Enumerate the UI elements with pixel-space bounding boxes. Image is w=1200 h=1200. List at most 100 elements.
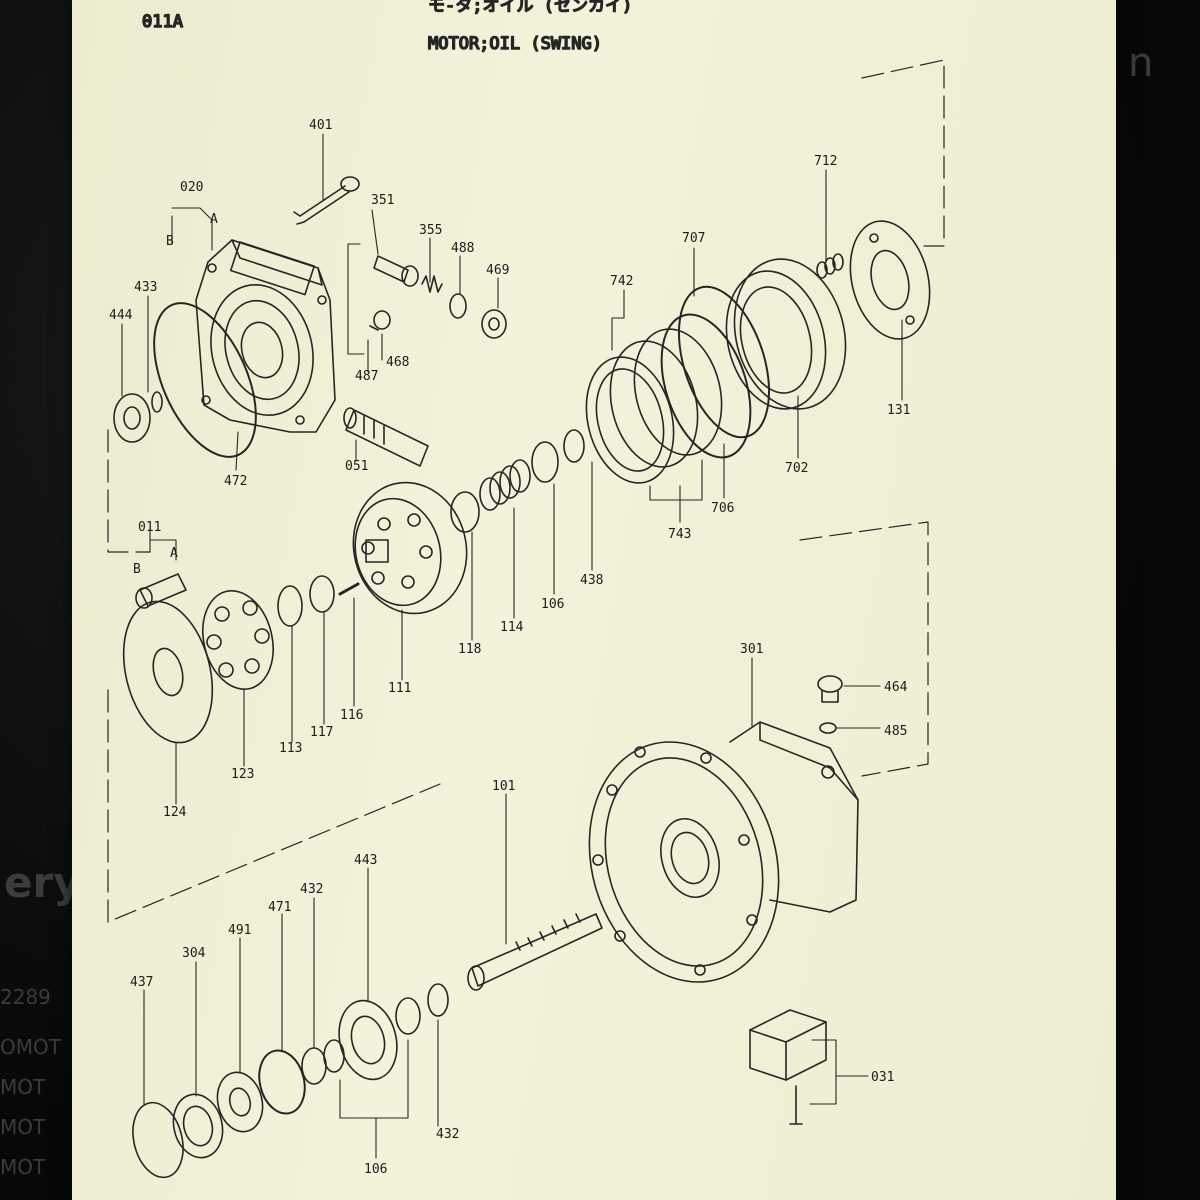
snap-ring-437 (132, 1101, 184, 1179)
piston-011 (135, 573, 187, 609)
bearing-443 (338, 999, 398, 1081)
valve-plate-131 (849, 220, 931, 340)
label-304: 304 (182, 946, 206, 961)
label-118: 118 (458, 642, 481, 657)
label-113: 113 (279, 741, 302, 756)
swash-plate-124 (122, 600, 214, 744)
spring-712 (816, 253, 844, 279)
bg-text-mot-4: MOT (0, 1155, 46, 1179)
ring-432-b (427, 983, 449, 1017)
label-438: 438 (580, 573, 603, 588)
parts-sheet: 011A モ-タ;オイル (センカイ) MOTOR;OIL (SWING) (72, 0, 1116, 1200)
ring-117 (309, 575, 335, 613)
washer-106 (531, 441, 559, 483)
label-020: 020 (180, 180, 203, 195)
label-106-lower: 106 (364, 1162, 387, 1177)
o-ring-707 (677, 285, 771, 439)
label-468: 468 (386, 355, 409, 370)
part-labels: 401 712 020 A B 351 355 488 707 469 742 … (109, 118, 910, 1177)
bg-text-mot-3: MOT (0, 1115, 46, 1139)
bolt-401 (293, 176, 360, 225)
label-116: 116 (340, 708, 363, 723)
label-702: 702 (785, 461, 808, 476)
cylinder-block-111 (352, 481, 468, 615)
label-488: 488 (451, 241, 474, 256)
plug-468 (369, 310, 391, 331)
label-444: 444 (109, 308, 133, 323)
label-706: 706 (711, 501, 734, 516)
block-031 (749, 1009, 827, 1125)
o-ring-471 (258, 1049, 306, 1115)
label-469: 469 (486, 263, 509, 278)
label-020-a: A (210, 212, 218, 227)
shoe-holder-123 (202, 589, 274, 691)
label-707: 707 (682, 231, 705, 246)
label-111: 111 (388, 681, 411, 696)
bg-text-mot-1: OMOT (0, 1035, 61, 1059)
snap-ring-438 (563, 429, 585, 463)
valve-spool-351 (373, 255, 419, 287)
label-742: 742 (610, 274, 633, 289)
page-code: 011A (142, 12, 183, 32)
label-432-lower: 432 (436, 1127, 459, 1142)
bg-text-mot-2: MOT (0, 1075, 46, 1099)
ring-432-a (301, 1047, 327, 1085)
label-106-upper: 106 (541, 597, 564, 612)
label-131: 131 (887, 403, 910, 418)
brake-piston-702 (725, 258, 847, 410)
label-117: 117 (310, 725, 333, 740)
phantom-lines (107, 59, 945, 923)
label-123: 123 (231, 767, 254, 782)
collar-491 (216, 1071, 264, 1133)
page-title-jp: モ-タ;オイル (センカイ) (428, 0, 632, 16)
ring-406 (395, 997, 421, 1035)
label-301: 301 (740, 642, 763, 657)
label-471: 471 (268, 900, 291, 915)
label-031: 031 (871, 1070, 894, 1085)
seal-304 (172, 1093, 224, 1159)
spring-114 (479, 459, 531, 511)
label-491: 491 (228, 923, 251, 938)
shaft-051 (343, 407, 429, 467)
o-ring-488 (449, 293, 467, 319)
label-743: 743 (668, 527, 691, 542)
label-351: 351 (371, 193, 394, 208)
casing-301 (588, 721, 859, 983)
ball-guide-113 (277, 585, 303, 627)
label-464: 464 (884, 680, 908, 695)
label-124: 124 (163, 805, 187, 820)
label-432-upper: 432 (300, 882, 323, 897)
label-011: 011 (138, 520, 161, 535)
label-401: 401 (309, 118, 332, 133)
bottom-stack (132, 983, 449, 1179)
leader-lines (121, 133, 903, 1159)
bg-text-ery: ery (4, 858, 81, 907)
bg-text-2289: 2289 (0, 985, 51, 1009)
label-020-b: B (166, 234, 174, 249)
o-ring-706 (660, 313, 752, 459)
valve-housing (195, 239, 336, 433)
bg-text-n: n (1128, 40, 1154, 86)
pin-116 (338, 582, 360, 596)
bearing-444 (113, 393, 151, 443)
o-ring-485 (819, 722, 837, 734)
label-355: 355 (419, 223, 442, 238)
plug-469 (481, 309, 507, 339)
ring-118 (450, 491, 480, 533)
snap-ring-433 (151, 391, 163, 413)
label-101: 101 (492, 779, 515, 794)
label-051: 051 (345, 459, 368, 474)
label-485: 485 (884, 724, 907, 739)
label-437: 437 (130, 975, 153, 990)
exploded-diagram: 011A モ-タ;オイル (センカイ) MOTOR;OIL (SWING) (107, 0, 945, 1179)
o-ring-472 (153, 302, 257, 458)
label-011-a: A (170, 546, 178, 561)
spring-355 (421, 275, 443, 293)
label-433: 433 (134, 280, 157, 295)
label-011-b: B (133, 562, 141, 577)
page-title: MOTOR;OIL (SWING) (428, 34, 602, 54)
label-472: 472 (224, 474, 247, 489)
label-114: 114 (500, 620, 524, 635)
